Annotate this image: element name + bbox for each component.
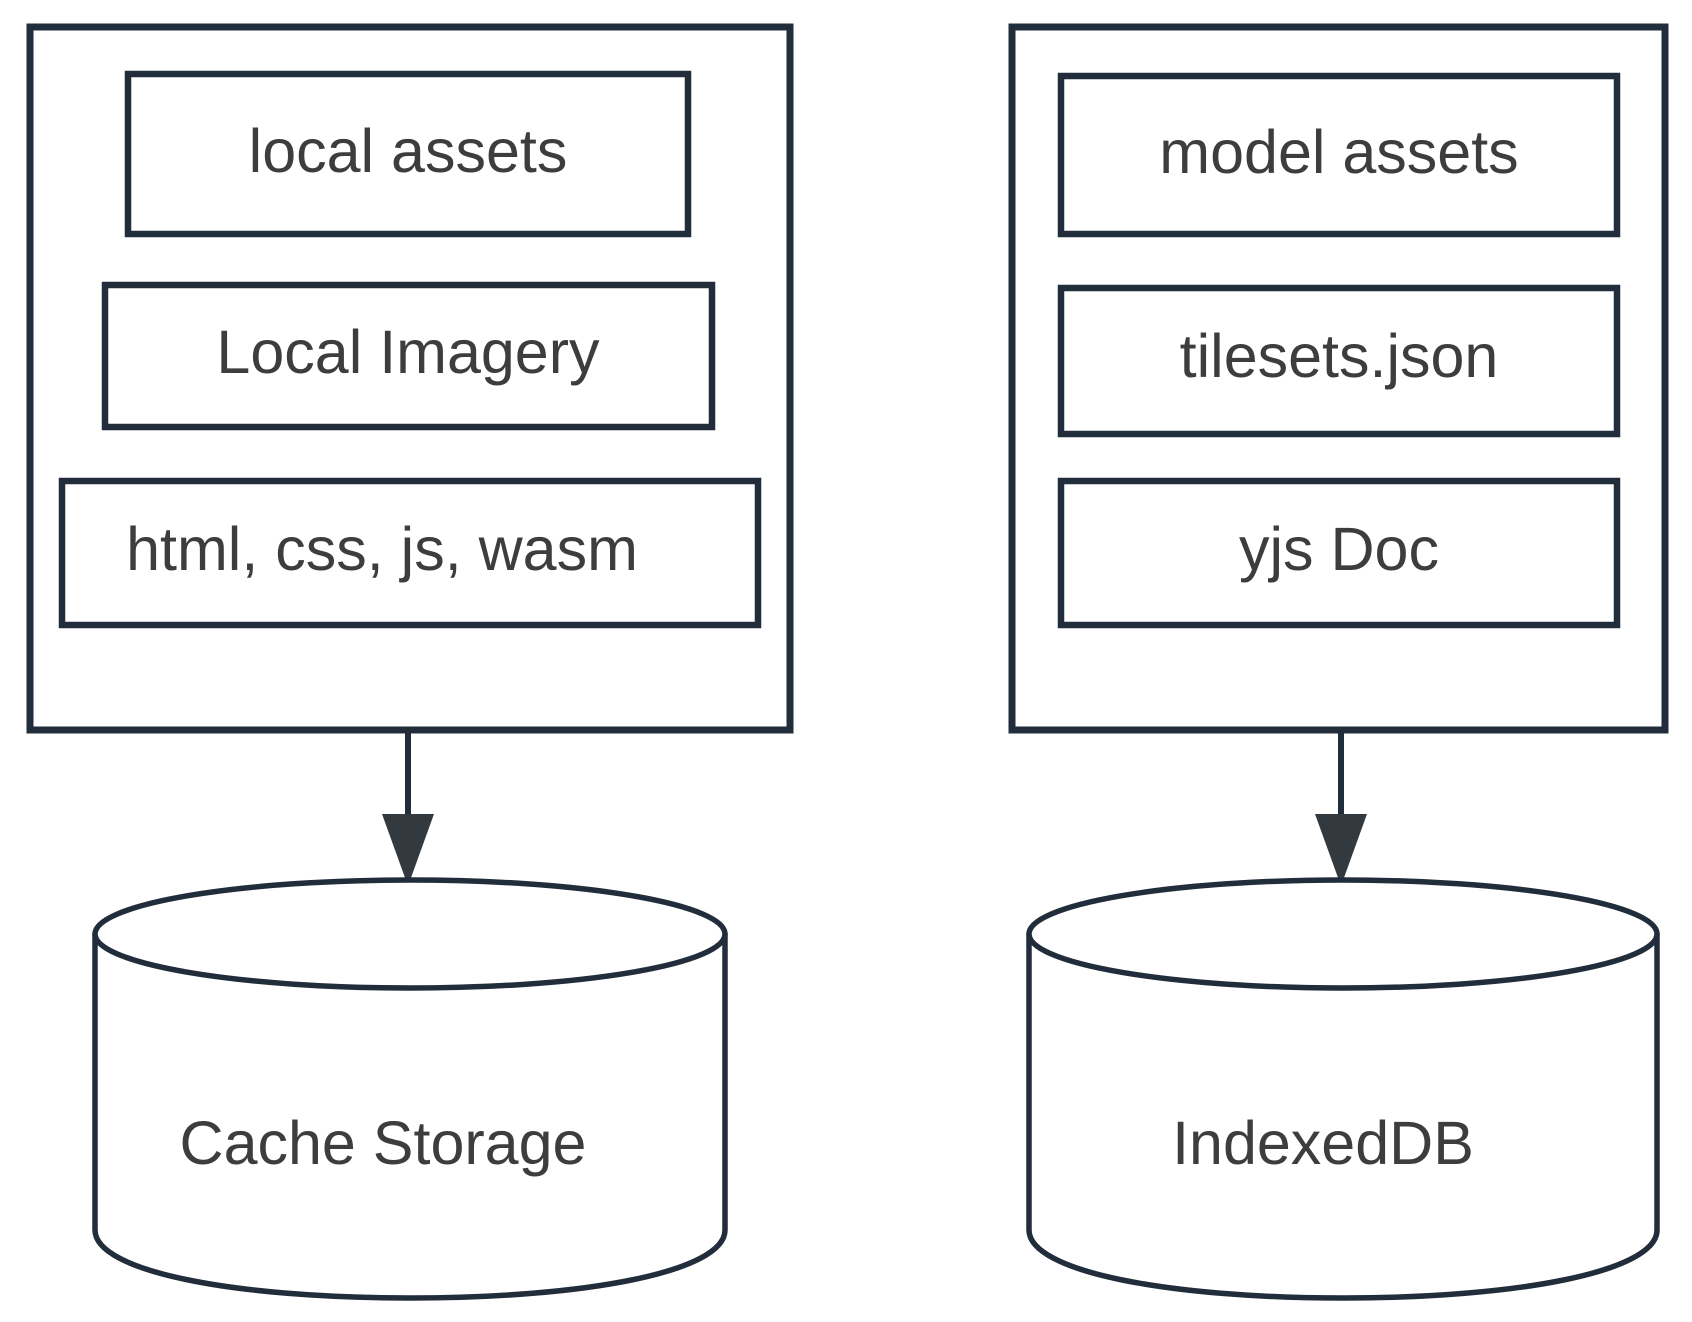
cache-column-group: local assets Local Imagery html, css, js… bbox=[26, 23, 794, 1301]
yjs-doc-box bbox=[1057, 477, 1621, 629]
cache-storage-cylinder: Cache Storage bbox=[92, 877, 728, 1301]
node-local-assets: local assets bbox=[124, 70, 692, 238]
indexeddb-arrow bbox=[1315, 730, 1367, 886]
yjs-doc-label: yjs Doc bbox=[1239, 515, 1439, 583]
indexeddb-cylinder: IndexedDB bbox=[1026, 877, 1660, 1301]
node-local-imagery: Local Imagery bbox=[101, 281, 716, 431]
local-assets-label: local assets bbox=[249, 117, 568, 185]
model-assets-box bbox=[1057, 72, 1621, 238]
cache-arrow-head-icon bbox=[382, 814, 434, 886]
indexeddb-top-ellipse bbox=[1026, 877, 1660, 991]
cache-storage-label: Cache Storage bbox=[180, 1109, 587, 1177]
cache-arrow bbox=[382, 730, 434, 886]
local-imagery-label: Local Imagery bbox=[216, 318, 600, 386]
local-imagery-box bbox=[101, 281, 716, 431]
local-assets-box bbox=[124, 70, 692, 238]
cache-storage-body bbox=[92, 931, 728, 1301]
node-web-bundle: html, css, js, wasm bbox=[58, 477, 762, 629]
indexeddb-body bbox=[1026, 931, 1660, 1301]
tilesets-json-box bbox=[1057, 284, 1621, 438]
node-tilesets-json: tilesets.json bbox=[1057, 284, 1621, 438]
indexeddb-arrow-head-icon bbox=[1315, 814, 1367, 886]
model-assets-label: model assets bbox=[1159, 118, 1518, 186]
cache-storage-top-ellipse bbox=[92, 877, 728, 991]
node-model-assets: model assets bbox=[1057, 72, 1621, 238]
web-bundle-box bbox=[58, 477, 762, 629]
tilesets-json-label: tilesets.json bbox=[1180, 322, 1499, 390]
indexeddb-column-group: model assets tilesets.json yjs Doc Index… bbox=[1008, 23, 1669, 1301]
indexeddb-label: IndexedDB bbox=[1172, 1109, 1474, 1177]
node-yjs-doc: yjs Doc bbox=[1057, 477, 1621, 629]
web-bundle-label: html, css, js, wasm bbox=[126, 515, 638, 583]
